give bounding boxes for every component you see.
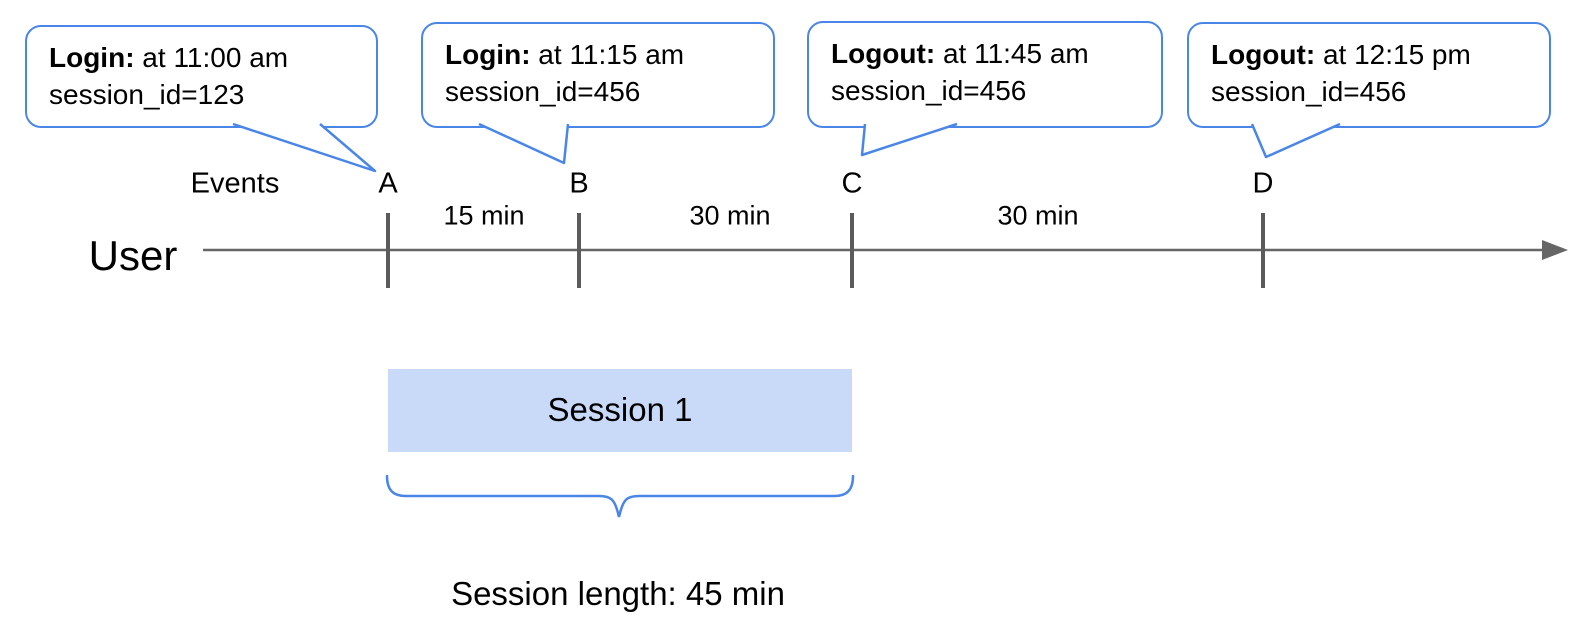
- tick-label-a: A: [378, 167, 398, 200]
- callout-line1: Logout: at 12:15 pm: [1211, 36, 1539, 73]
- callout-event-type: Login:: [445, 39, 531, 70]
- session-band: [388, 369, 852, 452]
- callout-line1: Logout: at 11:45 am: [831, 35, 1151, 72]
- callout-login-b: Login: at 11:15 am session_id=456: [421, 22, 775, 128]
- callout-login-a: Login: at 11:00 am session_id=123: [25, 25, 378, 128]
- tick-label-b: B: [569, 167, 589, 200]
- callout-session-id: session_id=123: [49, 79, 245, 110]
- callout-session-id: session_id=456: [831, 75, 1027, 106]
- callout-time: at 11:15 am: [530, 39, 685, 70]
- callout-logout-c: Logout: at 11:45 am session_id=456: [807, 21, 1163, 128]
- tick-label-d: D: [1252, 167, 1274, 200]
- user-axis-label: User: [88, 232, 178, 279]
- timeline-arrowhead-icon: [1542, 240, 1568, 260]
- interval-label-cd: 30 min: [997, 200, 1079, 231]
- callout-time: at 11:45 am: [935, 38, 1089, 69]
- callout-line1: Login: at 11:00 am: [49, 39, 366, 76]
- callout-event-type: Logout:: [831, 38, 936, 69]
- session-band-label: Session 1: [547, 391, 693, 428]
- events-label: Events: [190, 167, 280, 200]
- interval-label-bc: 30 min: [689, 200, 771, 231]
- callout-session-id: session_id=456: [1211, 76, 1407, 107]
- callout-session-id: session_id=456: [445, 76, 641, 107]
- callout-event-type: Logout:: [1211, 39, 1316, 70]
- callout-event-type: Login:: [49, 42, 135, 73]
- session-length-label: Session length: 45 min: [451, 575, 785, 612]
- callout-line1: Login: at 11:15 am: [445, 36, 763, 73]
- interval-label-ab: 15 min: [443, 200, 525, 231]
- callout-time: at 11:00 am: [134, 42, 289, 73]
- session-length-brace: [385, 474, 855, 518]
- callout-time: at 12:15 pm: [1315, 39, 1471, 70]
- callout-logout-d: Logout: at 12:15 pm session_id=456: [1187, 22, 1551, 128]
- tick-label-c: C: [841, 167, 863, 200]
